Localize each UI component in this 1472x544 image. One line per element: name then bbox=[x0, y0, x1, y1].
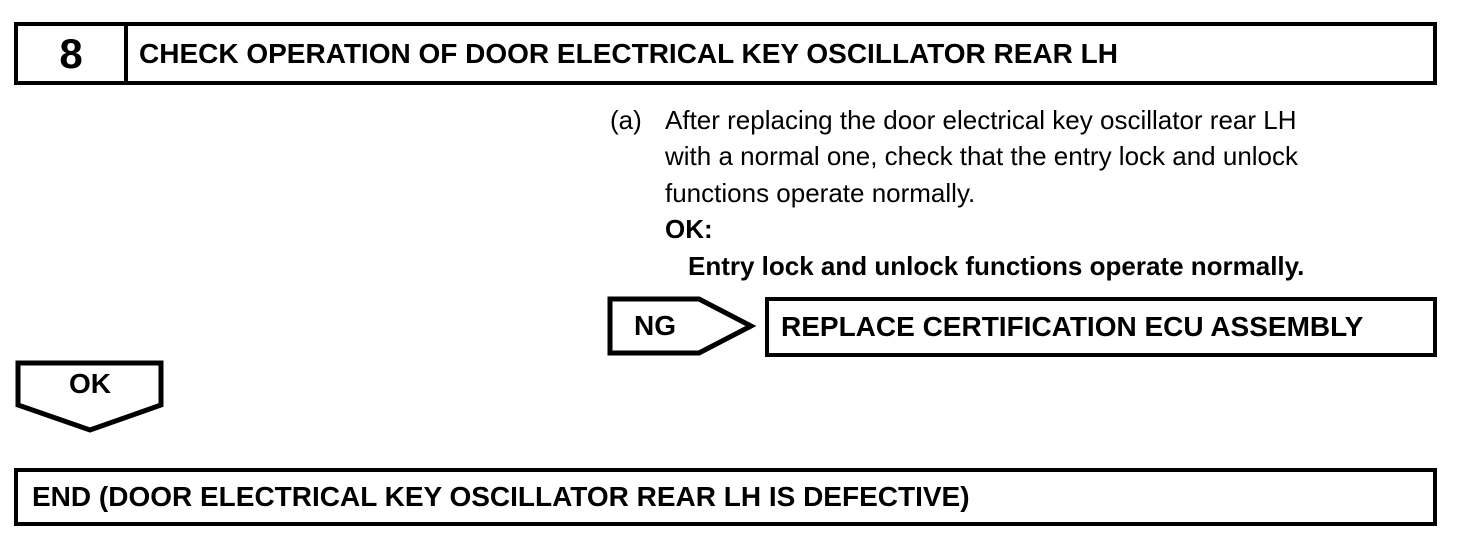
ng-arrow-shape bbox=[607, 296, 757, 356]
instruction-line-1: After replacing the door electrical key … bbox=[665, 105, 1297, 135]
ng-action-box: REPLACE CERTIFICATION ECU ASSEMBLY bbox=[765, 297, 1437, 357]
ok-condition: Entry lock and unlock functions operate … bbox=[688, 250, 1305, 281]
ok-pointer-shape bbox=[15, 360, 164, 433]
ng-arrow-polygon bbox=[607, 296, 757, 356]
ok-label: OK bbox=[69, 368, 111, 399]
instruction-body: After replacing the door electrical key … bbox=[665, 102, 1304, 284]
step-number-cell: 8 bbox=[18, 26, 128, 81]
ok-pointer-polygon bbox=[15, 360, 164, 433]
list-item-marker: (a) bbox=[610, 105, 642, 135]
instruction-line-3: functions operate normally. bbox=[665, 177, 976, 208]
instruction-line-2: with a normal one, check that the entry … bbox=[665, 141, 1299, 172]
ng-action-text: REPLACE CERTIFICATION ECU ASSEMBLY bbox=[781, 311, 1364, 342]
ok-heading: OK: bbox=[665, 214, 713, 245]
step-number: 8 bbox=[59, 29, 83, 77]
instruction-block: (a) After replacing the door electrical … bbox=[610, 102, 1304, 284]
ng-label: NG bbox=[634, 310, 676, 341]
end-box: END (DOOR ELECTRICAL KEY OSCILLATOR REAR… bbox=[14, 468, 1437, 526]
step-header-box: 8 CHECK OPERATION OF DOOR ELECTRICAL KEY… bbox=[14, 22, 1437, 85]
step-title: CHECK OPERATION OF DOOR ELECTRICAL KEY O… bbox=[139, 37, 1119, 69]
end-text: END (DOOR ELECTRICAL KEY OSCILLATOR REAR… bbox=[32, 481, 970, 512]
